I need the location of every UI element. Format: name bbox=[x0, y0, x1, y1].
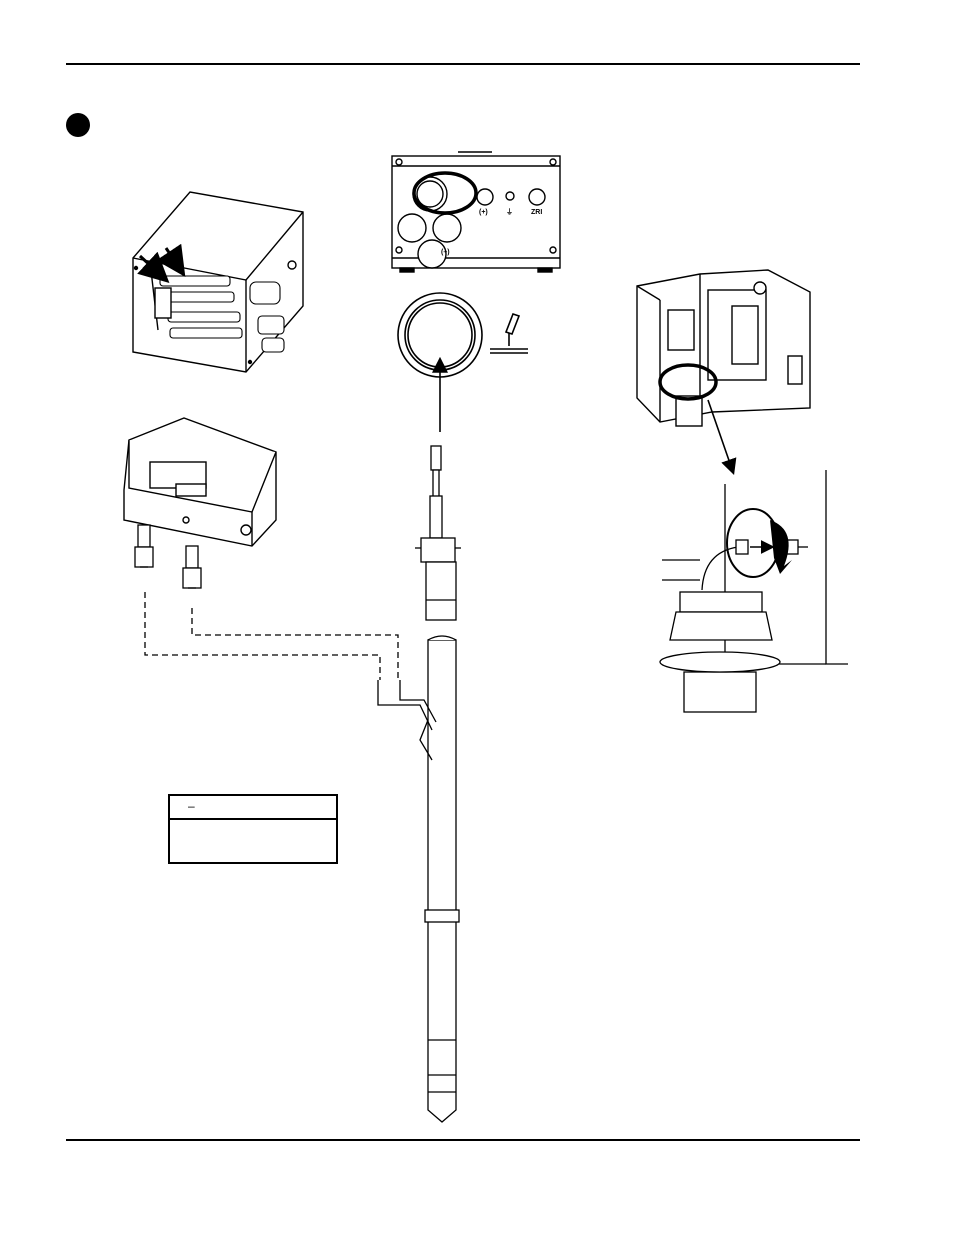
coax-terminal-label: ZRI bbox=[531, 209, 542, 216]
legend-box-header: – bbox=[170, 796, 336, 820]
power-supply-rear-enclosure bbox=[132, 191, 304, 373]
arrow-icon bbox=[707, 399, 737, 476]
remote-cable-connector-b bbox=[182, 545, 202, 589]
top-rule bbox=[66, 63, 860, 65]
legend-dash: – bbox=[188, 799, 195, 813]
legend-box: – bbox=[168, 794, 338, 864]
ground-terminal-label: ⏚ bbox=[506, 208, 513, 216]
torch-body bbox=[419, 635, 460, 1123]
remote-cable-connector-a bbox=[134, 524, 154, 568]
torch-connector-closeup bbox=[397, 292, 483, 378]
front-panel bbox=[391, 151, 561, 273]
plus-terminal-label: (+) bbox=[479, 209, 488, 216]
rotate-arrow-icon bbox=[726, 508, 792, 578]
legend-box-body bbox=[170, 820, 336, 862]
terminal-closeup bbox=[659, 470, 848, 713]
dashed-cable-route bbox=[144, 592, 399, 680]
step-bullet bbox=[66, 113, 90, 137]
torch-icon bbox=[490, 313, 528, 354]
cable-splice bbox=[377, 680, 437, 731]
torch-lead-plug bbox=[415, 445, 461, 621]
remote-module bbox=[123, 417, 277, 547]
bottom-rule bbox=[66, 1139, 860, 1141]
arrow-icon bbox=[156, 243, 186, 277]
minus-terminal-label: (–) bbox=[441, 249, 450, 256]
power-supply-interior bbox=[636, 269, 811, 427]
